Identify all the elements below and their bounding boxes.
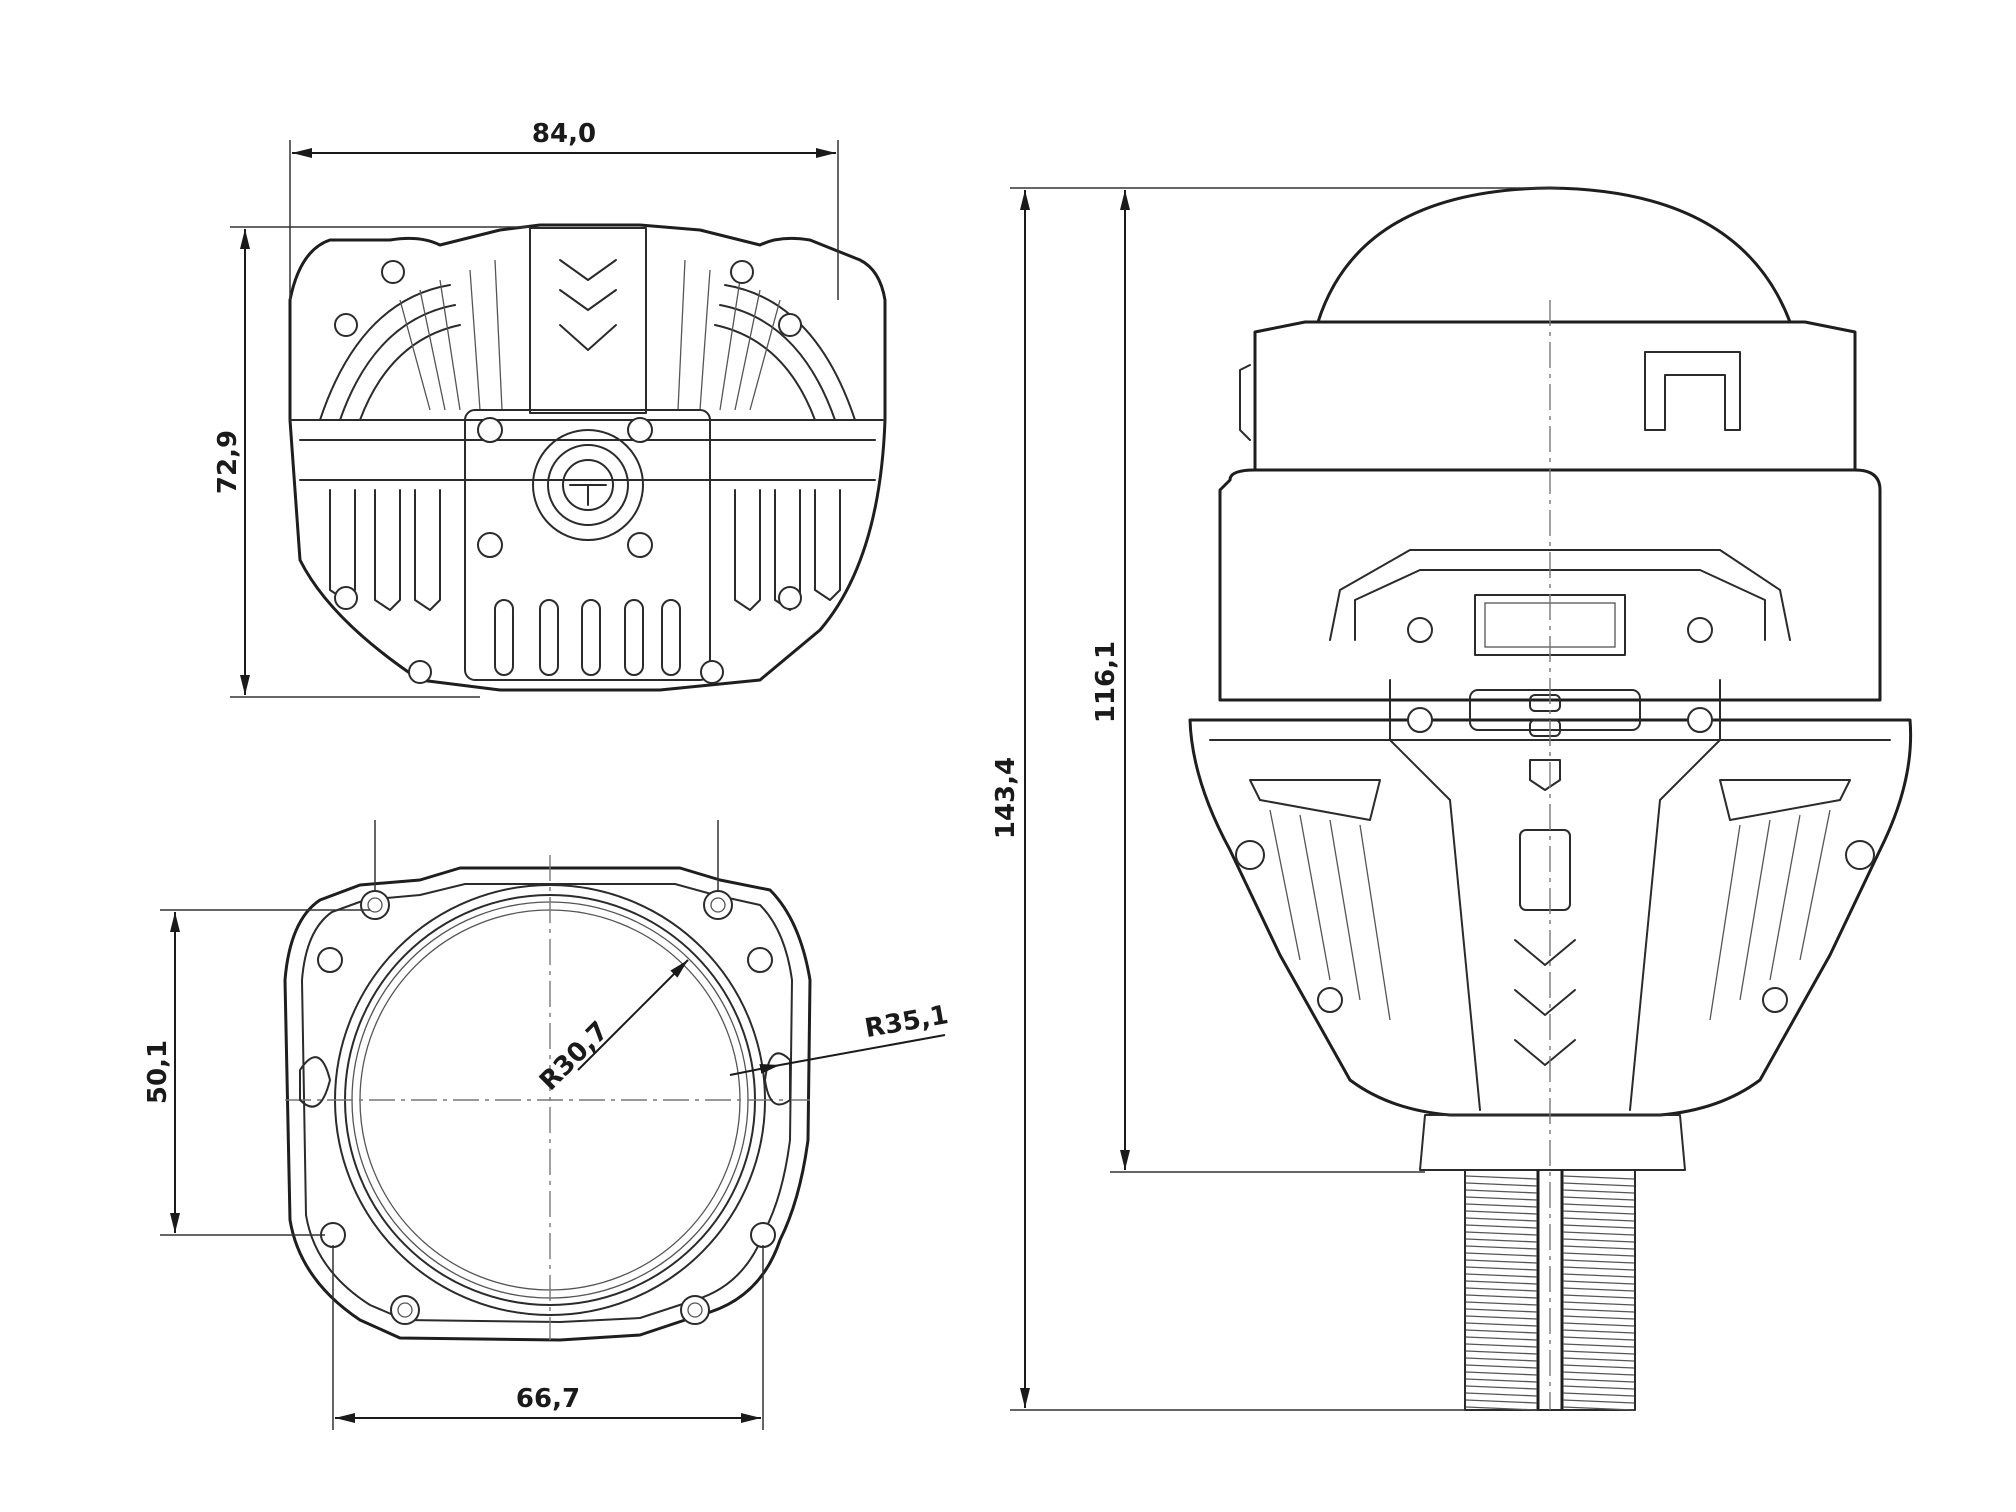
radius-30-7-label: R30,7 [534, 1016, 615, 1097]
top-view [288, 223, 887, 692]
front-view [283, 820, 946, 1342]
dim-72-9-label: 72,9 [213, 430, 243, 494]
radius-35-1-label: R35,1 [863, 1000, 951, 1044]
side-view-dimensions: 143,4 116,1 [991, 187, 1465, 1411]
thread-lines [1465, 1175, 1635, 1411]
side-view [1050, 186, 1913, 1411]
dim-66-7-label: 66,7 [516, 1384, 580, 1414]
dim-50-1-label: 50,1 [143, 1040, 173, 1104]
front-view-dimensions: 50,1 66,7 R30,7 R35,1 [143, 909, 951, 1430]
dim-84-label: 84,0 [532, 119, 596, 149]
top-view-dimensions: 84,0 72,9 [213, 119, 839, 698]
dim-116-1-label: 116,1 [1091, 641, 1121, 723]
dim-143-4-label: 143,4 [991, 757, 1021, 839]
